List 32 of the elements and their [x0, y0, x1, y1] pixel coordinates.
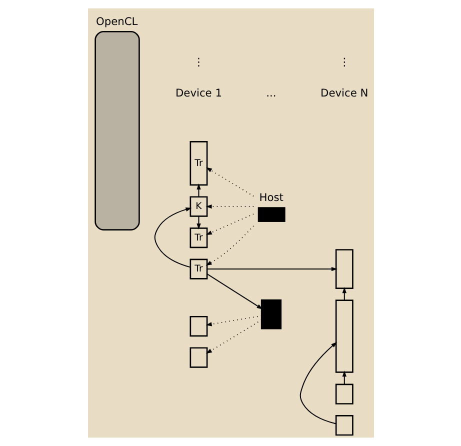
arrow — [196, 216, 200, 230]
label: Device 1 — [175, 86, 222, 100]
node-label: OpenCL — [95, 14, 138, 28]
arrow — [154, 207, 192, 268]
arrow — [196, 183, 200, 198]
label: ... — [266, 86, 276, 100]
node-label: Host — [258, 191, 283, 204]
node-box — [260, 299, 282, 330]
node-box: Tr — [189, 258, 208, 280]
label: Device N — [320, 86, 368, 100]
node-box: K — [189, 196, 208, 217]
arrow — [205, 214, 254, 235]
arrow — [206, 167, 254, 197]
node-box — [334, 415, 353, 436]
arrow — [205, 204, 254, 209]
node-box — [189, 316, 208, 337]
arrow — [342, 370, 346, 385]
label: ⋮ — [338, 55, 350, 68]
arrow — [206, 266, 337, 272]
node-box: Tr — [189, 228, 208, 248]
node-box: Tr — [189, 141, 208, 186]
arrow — [342, 287, 346, 301]
arrow — [206, 274, 262, 310]
node-box — [334, 300, 353, 373]
node-box — [334, 249, 353, 290]
arrow — [205, 315, 262, 326]
label: ⋮ — [192, 55, 204, 68]
arrow — [205, 225, 254, 266]
node-box — [189, 347, 208, 368]
node-box — [334, 384, 353, 404]
arrow — [205, 319, 262, 354]
arrow — [299, 342, 337, 424]
